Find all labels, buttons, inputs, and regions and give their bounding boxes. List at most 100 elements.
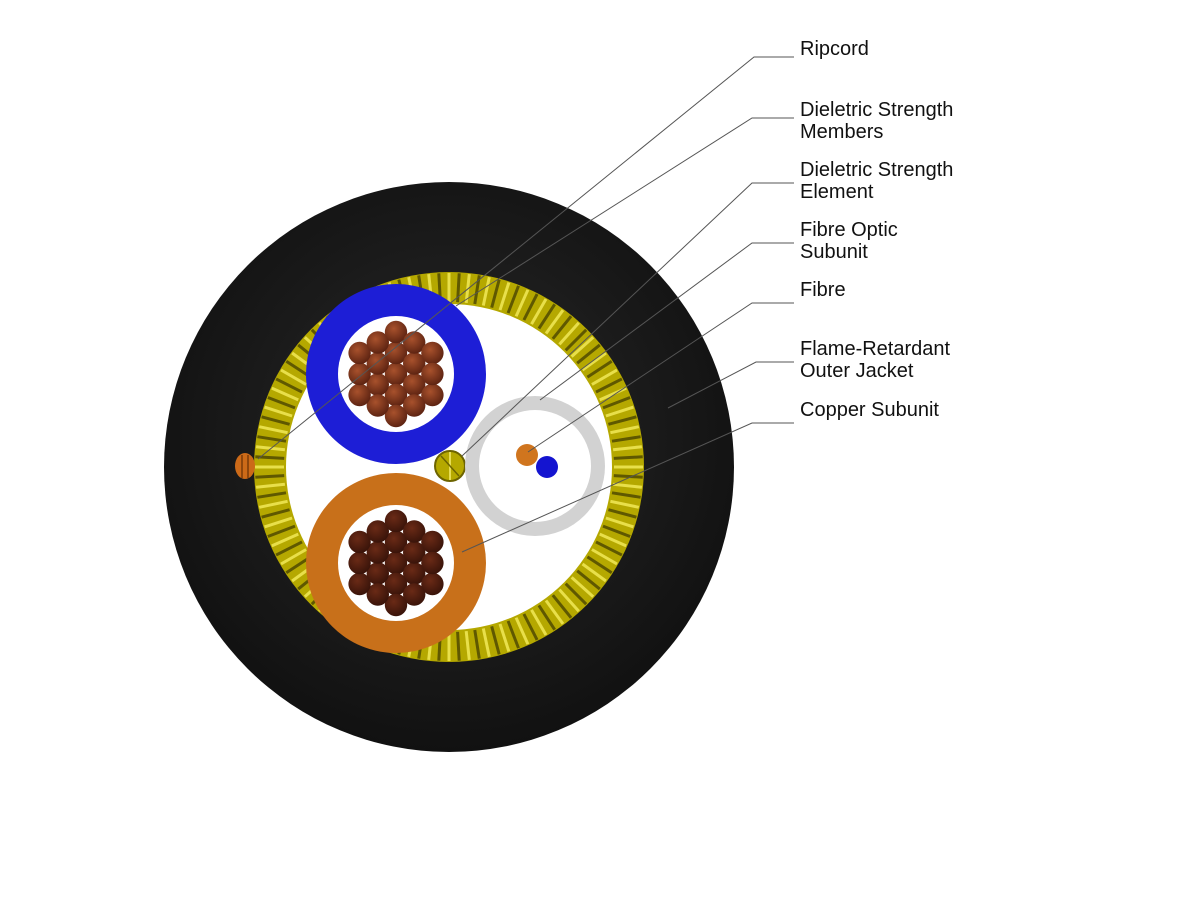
yarn-strand [481,276,491,306]
yarn-strand [537,303,556,330]
yarn-strand [275,540,303,557]
yarn-strand [514,289,530,317]
copper-subunit-blue [306,284,486,464]
yarn-strand [611,491,641,499]
yarn-strand [264,405,293,418]
yarn-strand [280,548,307,566]
copper-conductor [348,551,371,575]
label-copper-subunit: Copper Subunit [800,399,939,421]
yarn-strand [564,582,588,606]
label-ripcord: Ripcord [800,38,869,60]
copper-conductor [403,541,426,564]
copper-conductor [403,373,426,396]
yarn-strand [611,435,641,443]
leader-outer-jacket [667,361,794,409]
yarn-strand [612,445,643,452]
leader-strength-element [461,182,794,457]
ripcord [235,453,255,479]
copper-conductor [348,362,371,386]
label-outer-jacket: Flame-Retardant Outer Jacket [800,338,956,382]
yarn-strand [544,599,565,625]
yarn-strand [610,499,640,509]
yarn-strand [257,491,287,499]
yarn-strand [267,396,296,410]
yarn-strand [544,309,565,335]
yarn-strand [267,524,296,538]
yarn-strand [558,588,580,613]
label-dielectric-strength-element: Dieletric Strength Element [800,159,959,203]
copper-conductor [403,562,426,585]
yarn-strand [255,482,286,489]
copper-conductor [384,530,408,554]
copper-conductor [403,394,426,417]
copper-conductor [403,520,426,543]
yarn-strand [280,368,307,386]
yarn-strand [595,377,623,394]
yarn-strand [498,282,511,311]
copper-conductor [384,572,408,596]
yarn-strand [522,613,539,641]
yarn-strand [551,594,573,619]
yarn-strand [576,569,601,591]
copper-conductor [384,404,408,428]
yarn-strand [595,540,623,557]
yarn-strand [464,630,471,661]
leader-strength-members [455,117,794,307]
dielectric-strength-element [434,450,466,482]
yarn-strand [522,293,539,321]
yarn-strand [514,617,530,645]
yarn-strand [275,377,303,394]
yarn-strand [610,425,640,435]
yarn-strand [537,604,556,631]
yarn-strand [612,482,643,489]
copper-conductor [384,341,408,365]
yarn-strand [586,555,613,574]
copper-conductor [384,383,408,407]
yarn-strand [605,516,634,529]
yarn-strand [490,626,501,655]
copper-conductor [366,541,389,564]
copper-conductor [348,530,371,554]
copper-conductor [348,341,371,365]
copper-conductors [348,509,444,617]
yarn-strand [599,532,627,548]
yarn-strand [481,628,491,658]
copper-conductor [403,583,426,606]
copper-conductor [384,551,408,575]
copper-conductor [366,583,389,606]
yarn-strand [261,415,290,426]
yarn-strand [551,315,573,340]
leader-copper-subunit [461,422,794,553]
yarn-strand [261,508,290,519]
yarn-strand [271,532,299,548]
copper-conductor [421,341,444,365]
yarn-strand [608,415,637,426]
yarn-strand [591,368,618,386]
copper-conductor [348,572,371,596]
yarn-strand [456,273,461,303]
copper-conductor [421,572,444,596]
leader-fibre [527,302,794,453]
yarn-strand [564,328,588,352]
label-dielectric-strength-members: Dieletric Strength Members [800,99,959,143]
yarn-strand [258,425,288,435]
yarn-strand [506,620,520,649]
yarn-strand [456,631,461,661]
copper-conductor [384,320,408,344]
yarn-strand [264,516,293,529]
fibre-blue [536,456,558,478]
yarn-strand [602,396,631,410]
label-fibre: Fibre [800,279,846,301]
leader-ripcord [257,56,794,460]
yarn-strand [498,623,511,652]
copper-conductor [421,551,444,575]
leader-fibre-optic-subunit [539,242,794,401]
yarn-strand [258,499,288,509]
yarn-strand [271,386,299,402]
yarn-strand [581,351,607,372]
copper-conductor [366,562,389,585]
yarn-strand [490,279,501,308]
copper-conductor [366,520,389,543]
yarn-strand [473,629,481,659]
